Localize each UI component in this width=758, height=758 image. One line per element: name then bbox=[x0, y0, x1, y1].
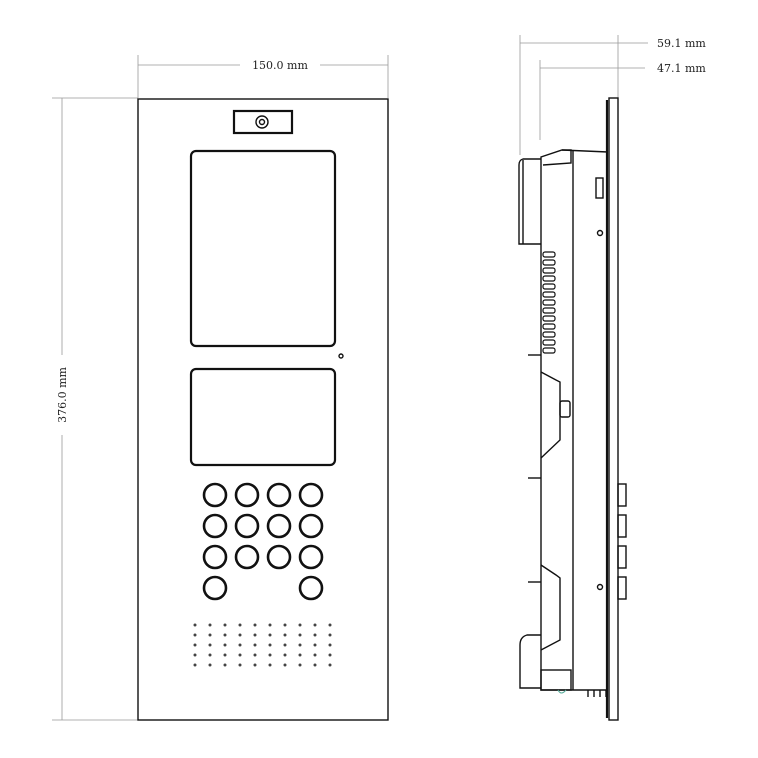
vent-slot bbox=[542, 299, 556, 306]
speaker-grille bbox=[193, 623, 332, 667]
body-depth-label: 47.1 mm bbox=[657, 62, 706, 75]
keypad-button bbox=[202, 513, 228, 539]
speaker-hole bbox=[193, 653, 197, 657]
keypad-button bbox=[266, 544, 292, 570]
height-dimension: 376.0 mm bbox=[52, 97, 138, 721]
keypad-button bbox=[266, 513, 292, 539]
speaker-hole bbox=[238, 643, 242, 647]
front-view bbox=[137, 98, 389, 721]
speaker-hole bbox=[298, 633, 302, 637]
display-screen bbox=[189, 149, 337, 348]
speaker-hole bbox=[283, 663, 287, 667]
keypad-button bbox=[234, 482, 260, 508]
speaker-hole bbox=[223, 663, 227, 667]
speaker-hole bbox=[253, 663, 257, 667]
side-slot bbox=[595, 177, 604, 199]
vent-slot bbox=[542, 315, 556, 322]
speaker-hole bbox=[328, 623, 332, 627]
speaker-hole bbox=[268, 663, 272, 667]
speaker-hole bbox=[208, 653, 212, 657]
speaker-hole bbox=[283, 633, 287, 637]
keypad-button bbox=[234, 513, 260, 539]
speaker-hole bbox=[298, 663, 302, 667]
vent-slot bbox=[542, 331, 556, 338]
keypad-button bbox=[234, 544, 260, 570]
name-card-window bbox=[189, 367, 337, 467]
speaker-hole bbox=[283, 623, 287, 627]
speaker-hole bbox=[298, 643, 302, 647]
width-label: 150.0 mm bbox=[252, 59, 308, 72]
speaker-hole bbox=[193, 633, 197, 637]
speaker-hole bbox=[253, 653, 257, 657]
keypad-button bbox=[298, 575, 324, 601]
speaker-hole bbox=[223, 643, 227, 647]
speaker-hole bbox=[283, 643, 287, 647]
camera-housing bbox=[232, 109, 294, 135]
speaker-hole bbox=[208, 633, 212, 637]
speaker-hole bbox=[253, 643, 257, 647]
camera-icon bbox=[255, 115, 269, 129]
speaker-hole bbox=[238, 653, 242, 657]
vent-slot bbox=[542, 259, 556, 266]
speaker-hole bbox=[223, 623, 227, 627]
speaker-hole bbox=[268, 653, 272, 657]
front-panel bbox=[137, 98, 389, 721]
speaker-hole bbox=[268, 643, 272, 647]
speaker-hole bbox=[328, 663, 332, 667]
keypad-button bbox=[298, 544, 324, 570]
keypad-button bbox=[202, 575, 228, 601]
speaker-hole bbox=[253, 633, 257, 637]
speaker-hole bbox=[223, 633, 227, 637]
speaker-hole bbox=[283, 653, 287, 657]
vent-slot bbox=[542, 347, 556, 354]
vent-slots bbox=[542, 251, 556, 354]
front-plate bbox=[608, 97, 619, 721]
speaker-hole bbox=[313, 653, 317, 657]
keypad-button bbox=[298, 513, 324, 539]
speaker-hole bbox=[208, 643, 212, 647]
side-view bbox=[518, 97, 627, 721]
depth-dimensions: 59.1 mm 47.1 mm bbox=[519, 35, 706, 155]
vent-slot bbox=[542, 251, 556, 258]
vent-slot bbox=[542, 283, 556, 290]
speaker-hole bbox=[328, 653, 332, 657]
speaker-hole bbox=[328, 633, 332, 637]
speaker-hole bbox=[313, 633, 317, 637]
speaker-hole bbox=[193, 623, 197, 627]
vent-slot bbox=[542, 291, 556, 298]
keypad-button bbox=[202, 482, 228, 508]
speaker-hole bbox=[298, 623, 302, 627]
keypad bbox=[202, 482, 324, 601]
vent-slot bbox=[542, 275, 556, 282]
sensor-dot bbox=[338, 353, 344, 359]
speaker-hole bbox=[238, 623, 242, 627]
speaker-hole bbox=[253, 623, 257, 627]
speaker-hole bbox=[208, 623, 212, 627]
speaker-hole bbox=[238, 663, 242, 667]
vent-slot bbox=[542, 323, 556, 330]
width-dimension: 150.0 mm bbox=[137, 55, 389, 98]
vent-slot bbox=[542, 307, 556, 314]
speaker-hole bbox=[238, 633, 242, 637]
speaker-hole bbox=[193, 643, 197, 647]
speaker-hole bbox=[328, 643, 332, 647]
speaker-hole bbox=[193, 663, 197, 667]
vent-slot bbox=[542, 339, 556, 346]
speaker-hole bbox=[313, 643, 317, 647]
speaker-hole bbox=[313, 623, 317, 627]
side-buttons bbox=[617, 483, 627, 600]
height-label: 376.0 mm bbox=[56, 367, 69, 423]
speaker-hole bbox=[223, 653, 227, 657]
speaker-hole bbox=[268, 623, 272, 627]
keypad-button bbox=[298, 482, 324, 508]
speaker-hole bbox=[268, 633, 272, 637]
speaker-hole bbox=[208, 663, 212, 667]
vent-slot bbox=[542, 267, 556, 274]
keypad-button bbox=[202, 544, 228, 570]
total-depth-label: 59.1 mm bbox=[657, 37, 706, 50]
speaker-hole bbox=[313, 663, 317, 667]
speaker-hole bbox=[298, 653, 302, 657]
keypad-button bbox=[266, 482, 292, 508]
